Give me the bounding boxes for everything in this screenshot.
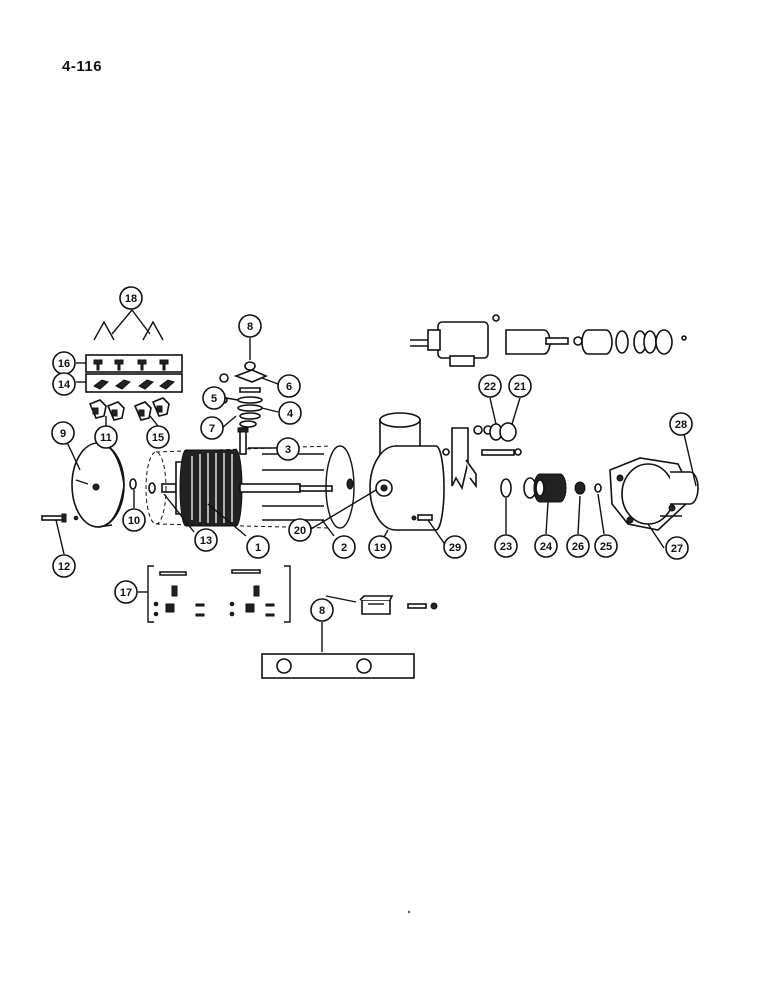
callout-label: 7 bbox=[209, 423, 215, 435]
callout-label: 23 bbox=[500, 541, 512, 553]
brush-kit-17 bbox=[147, 565, 291, 623]
brush-springs bbox=[93, 320, 164, 341]
brushes-15 bbox=[133, 397, 170, 421]
screw-29 bbox=[411, 514, 433, 521]
callout-label: 22 bbox=[484, 381, 496, 393]
drive-end-housing-27 bbox=[609, 457, 699, 531]
callout-label: 28 bbox=[675, 419, 687, 431]
callout-label: 16 bbox=[58, 358, 70, 370]
bolt-12 bbox=[41, 513, 79, 523]
drive-pinion-24 bbox=[523, 473, 567, 503]
field-terminal-3 bbox=[237, 427, 249, 455]
callout-28: 28 bbox=[669, 412, 693, 436]
callout-27: 27 bbox=[665, 536, 689, 560]
callout-label: 27 bbox=[671, 543, 683, 555]
callout-label: 17 bbox=[120, 587, 132, 599]
callout-label: 5 bbox=[211, 393, 217, 405]
callout-label: 19 bbox=[374, 542, 386, 554]
callout-10: 10 bbox=[122, 508, 146, 532]
callout-17: 17 bbox=[114, 580, 138, 604]
callout-18: 18 bbox=[119, 286, 143, 310]
commutator-end-cap-9 bbox=[71, 442, 125, 528]
callout-11: 11 bbox=[94, 425, 118, 449]
callout-label: 14 bbox=[58, 379, 71, 391]
callout-label: 3 bbox=[285, 444, 291, 456]
callout-23: 23 bbox=[494, 534, 518, 558]
page-number: 4-116 bbox=[62, 58, 103, 75]
callout-label: 13 bbox=[200, 535, 212, 547]
callout-label: 24 bbox=[540, 541, 553, 553]
insulator-plate-8 bbox=[261, 653, 415, 679]
callout-7: 7 bbox=[200, 416, 224, 440]
washer-23 bbox=[500, 478, 512, 498]
armature-1 bbox=[148, 449, 333, 527]
callout-20: 20 bbox=[288, 518, 312, 542]
callout-14: 14 bbox=[52, 372, 76, 396]
callout-label: 20 bbox=[294, 525, 306, 537]
callout-24: 24 bbox=[534, 534, 558, 558]
callout-label: 11 bbox=[100, 432, 112, 444]
callout-1: 1 bbox=[246, 535, 270, 559]
shift-lever-parts-21-22 bbox=[442, 422, 522, 491]
callout-13: 13 bbox=[194, 528, 218, 552]
callout-label: 8 bbox=[319, 605, 325, 617]
callout-label: 4 bbox=[287, 408, 294, 420]
washers-25-26 bbox=[574, 481, 602, 495]
callout-label: 26 bbox=[572, 541, 584, 553]
callout-label: 25 bbox=[600, 541, 612, 553]
callout-29: 29 bbox=[443, 535, 467, 559]
callout-25: 25 bbox=[594, 534, 618, 558]
callout-12: 12 bbox=[52, 554, 76, 578]
brush-strip-14 bbox=[85, 373, 183, 393]
callout-label: 8 bbox=[247, 321, 253, 333]
washer-10 bbox=[129, 478, 137, 490]
callout-label: 2 bbox=[341, 542, 347, 554]
solenoid bbox=[410, 314, 687, 367]
speck-mark bbox=[407, 910, 411, 914]
callout-3: 3 bbox=[276, 437, 300, 461]
brush-holder-strip-16 bbox=[85, 354, 183, 373]
callout-22: 22 bbox=[478, 374, 502, 398]
callout-label: 29 bbox=[449, 542, 461, 554]
callout-8-bottom: 8 bbox=[310, 598, 334, 622]
callout-26: 26 bbox=[566, 534, 590, 558]
callout-label: 1 bbox=[255, 542, 261, 554]
drive-housing-19 bbox=[369, 412, 445, 531]
callout-4: 4 bbox=[278, 401, 302, 425]
callout-label: 12 bbox=[58, 561, 70, 573]
callout-19: 19 bbox=[368, 535, 392, 559]
callout-label: 9 bbox=[60, 428, 66, 440]
callout-label: 15 bbox=[152, 432, 164, 444]
callout-8-top: 8 bbox=[238, 314, 262, 338]
callout-21: 21 bbox=[508, 374, 532, 398]
callout-label: 21 bbox=[514, 381, 526, 393]
callout-label: 6 bbox=[286, 381, 292, 393]
callout-5: 5 bbox=[202, 386, 226, 410]
callout-2: 2 bbox=[332, 535, 356, 559]
callout-9: 9 bbox=[51, 421, 75, 445]
terminal-stack-4-5-6-7-8 bbox=[219, 361, 269, 428]
callout-label: 18 bbox=[125, 293, 137, 305]
leader-lines bbox=[55, 309, 697, 652]
callout-label: 10 bbox=[128, 515, 140, 527]
callout-6: 6 bbox=[277, 374, 301, 398]
callout-16: 16 bbox=[52, 351, 76, 375]
brushes-11 bbox=[88, 399, 125, 421]
brush-plate-kit-8 bbox=[359, 595, 438, 615]
callout-15: 15 bbox=[146, 425, 170, 449]
